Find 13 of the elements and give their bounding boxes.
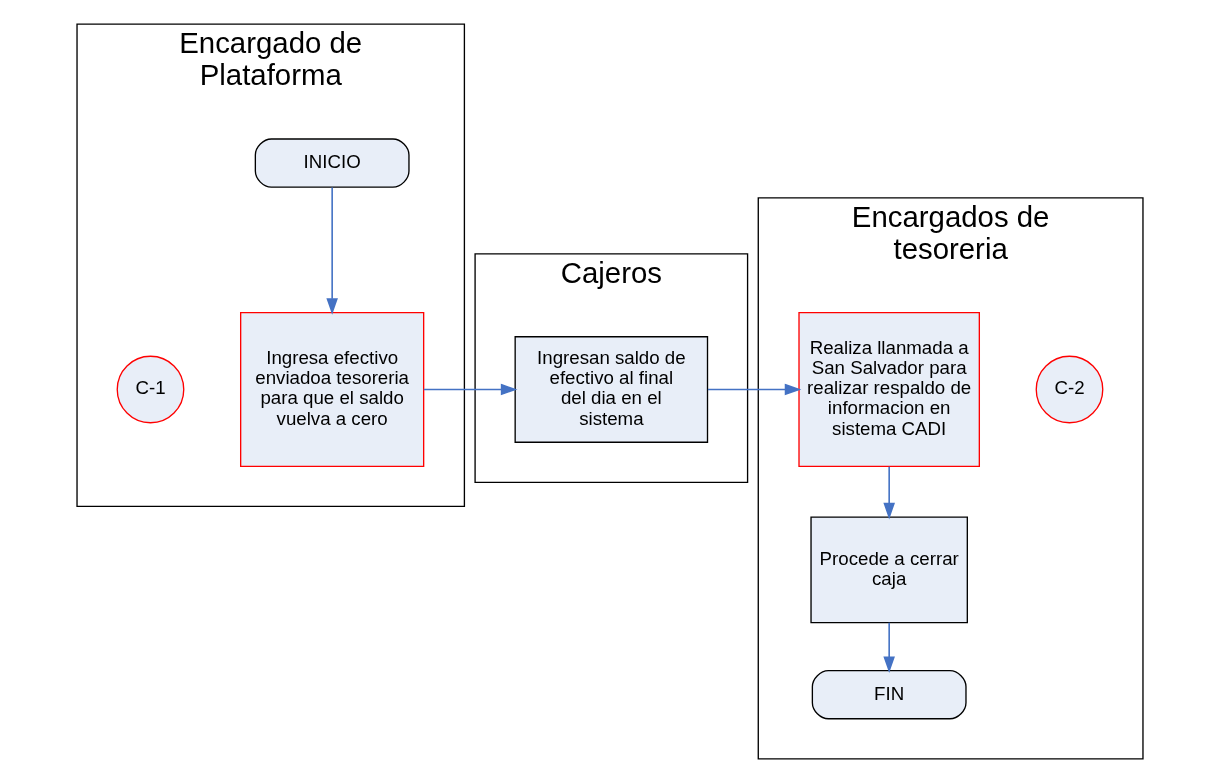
node-box: Ingresan saldo de efectivo al final del dia en el sistema (514, 336, 709, 443)
arrow (707, 383, 802, 396)
node-box: Procede a cerrar caja (810, 516, 968, 624)
node-box: Ingresa efectivo enviadoa tesoreria para que el saldo vuelva a cero (240, 312, 425, 467)
node-box: INICIO (254, 138, 410, 188)
arrow (883, 621, 895, 673)
arrow (422, 383, 518, 396)
node-box: FIN (811, 670, 967, 720)
node-circle: C-2 (1035, 355, 1104, 424)
arrow (326, 186, 338, 315)
node-circle: C-1 (116, 355, 185, 424)
arrow (883, 465, 895, 520)
node-box: Realiza llanmada a San Salvador para realizar respaldo de informacion en sistema CADI (798, 312, 980, 467)
